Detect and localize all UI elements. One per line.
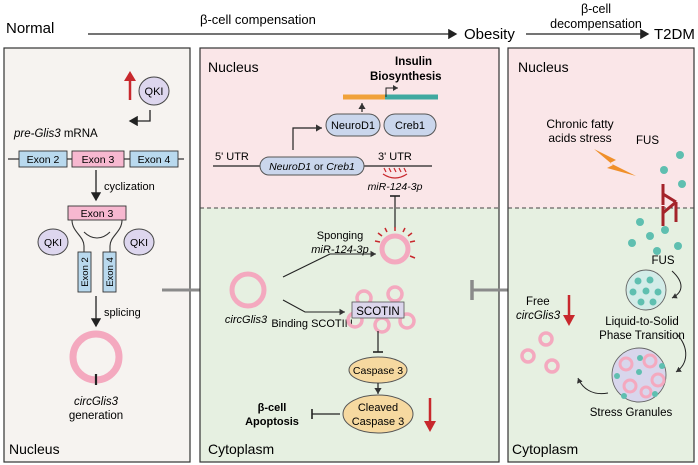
insulin-label-1: Insulin bbox=[395, 56, 432, 68]
svg-text:Exon 2: Exon 2 bbox=[80, 257, 91, 287]
svg-text:Exon 4: Exon 4 bbox=[105, 257, 116, 287]
svg-text:Exon 4: Exon 4 bbox=[138, 154, 171, 166]
qki-right-icon bbox=[123, 228, 155, 256]
qki-left-icon bbox=[37, 228, 69, 256]
fus-cytoplasm-dots bbox=[628, 218, 682, 255]
splicing-label: splicing bbox=[104, 307, 141, 319]
right-nucleus-bg bbox=[508, 48, 694, 208]
cyclization-label: cyclization bbox=[104, 181, 155, 193]
fus-to-granule-arrow bbox=[671, 270, 682, 299]
exon-3-box bbox=[71, 150, 125, 168]
stress-label-1: Chronic fatty bbox=[546, 117, 613, 131]
apoptosis-label-2: Apoptosis bbox=[245, 416, 299, 428]
exon-3-top-box bbox=[67, 205, 127, 221]
binding-arrow bbox=[282, 299, 345, 316]
insulin-label-2: Biosynthesis bbox=[370, 71, 442, 83]
stress-label-2: acids stress bbox=[548, 131, 611, 145]
qki-to-mrna-arrow bbox=[128, 110, 151, 127]
circglis3-cytoplasm-icon bbox=[229, 271, 267, 309]
qki-protein-icon bbox=[138, 76, 170, 106]
lightning-bolt-icon bbox=[594, 149, 636, 176]
right-panel-border bbox=[507, 47, 695, 463]
cleaved-caspase3-node bbox=[342, 394, 414, 434]
transcription-start-arrow bbox=[385, 85, 398, 97]
label-obesity: Obesity bbox=[464, 26, 515, 43]
phase-transition-arrow bbox=[675, 332, 687, 373]
exon-2-box bbox=[18, 150, 68, 168]
exon-2-vertical-box bbox=[77, 251, 92, 293]
scotin-protein bbox=[351, 301, 405, 319]
target-gene-box bbox=[259, 156, 365, 176]
utr5-label: 5' UTR bbox=[215, 151, 249, 163]
svg-text:Creb1: Creb1 bbox=[395, 120, 425, 132]
svg-text:NeuroD1: NeuroD1 bbox=[331, 120, 375, 132]
sponging-label: Sponging bbox=[317, 230, 364, 242]
svg-text:Caspase 3: Caspase 3 bbox=[352, 416, 405, 428]
sponging-arrow bbox=[282, 250, 376, 278]
nuclear-pore-icon bbox=[661, 184, 678, 226]
free-label: Free bbox=[526, 296, 550, 308]
middle-panel-border bbox=[199, 47, 500, 463]
fus-mid-label: FUS bbox=[652, 255, 675, 267]
scotin-complex bbox=[346, 285, 416, 334]
right-cytoplasm-bg bbox=[508, 208, 694, 462]
circglis3-label: circGlis3 bbox=[225, 314, 268, 326]
middle-panel: Nucleus Insulin Biosynthesis NeuroD1 Cre… bbox=[199, 47, 500, 463]
middle-cytoplasm-label: Cytoplasm bbox=[208, 441, 274, 457]
pre-mrna-label: pre-Glis3 mRNA bbox=[13, 128, 98, 140]
svg-text:QKI: QKI bbox=[130, 237, 148, 249]
free-circ-rings bbox=[520, 331, 560, 374]
droplet-fus-dots bbox=[629, 276, 662, 306]
free-circ-label: circGlis3 bbox=[516, 310, 561, 322]
qki-label: QKI bbox=[145, 86, 164, 98]
granule-to-free-arrow bbox=[577, 377, 609, 395]
svg-text:QKI: QKI bbox=[44, 237, 62, 249]
generation-label: generation bbox=[69, 410, 123, 422]
svg-text:Exon 3: Exon 3 bbox=[82, 154, 115, 166]
sponged-circrna-icon bbox=[379, 233, 411, 265]
middle-nucleus-label: Nucleus bbox=[208, 59, 259, 75]
creb1-protein bbox=[383, 113, 437, 137]
scotin-label: SCOTIN bbox=[356, 306, 399, 318]
lls-label-1: Liquid-to-Solid bbox=[605, 316, 679, 328]
apoptosis-label-1: β-cell bbox=[258, 402, 287, 414]
label-decompensation-2: decompensation bbox=[550, 17, 642, 31]
fus-top-label: FUS bbox=[636, 135, 659, 147]
label-decompensation-1: β-cell bbox=[581, 2, 611, 16]
binding-label: Binding SCOTIN bbox=[271, 318, 352, 330]
label-compensation: β-cell compensation bbox=[200, 12, 316, 27]
granule-circ-rings bbox=[618, 353, 666, 399]
utr3-label: 3' UTR bbox=[378, 151, 412, 163]
fus-nuclear-dots bbox=[660, 151, 686, 188]
left-nucleus-label: Nucleus bbox=[9, 441, 60, 457]
exon-4-box bbox=[129, 150, 179, 168]
left-panel: QKI pre-Glis3 mRNA Exon 2 Exon 3 Exon 4 … bbox=[3, 47, 191, 463]
svg-text:Exon 3: Exon 3 bbox=[81, 208, 114, 220]
svg-text:Exon 2: Exon 2 bbox=[27, 154, 60, 166]
right-panel: Nucleus Chronic fatty acids stress FUS F… bbox=[507, 47, 695, 463]
granules-label: Stress Granules bbox=[590, 407, 673, 419]
svg-text:Caspase 3: Caspase 3 bbox=[353, 365, 403, 377]
granule-fus-dots bbox=[614, 355, 665, 399]
exon-4-vertical-box bbox=[102, 251, 117, 293]
label-normal: Normal bbox=[6, 20, 54, 37]
sponging-mir-label: miR-124-3p bbox=[311, 244, 368, 256]
mirna-binding-icon bbox=[382, 167, 408, 179]
left-panel-bg bbox=[3, 47, 191, 463]
right-cytoplasm-label: Cytoplasm bbox=[512, 441, 578, 457]
svg-text:Cleaved: Cleaved bbox=[358, 402, 398, 414]
lls-label-2: Phase Transition bbox=[599, 330, 685, 342]
translation-arrow bbox=[292, 124, 322, 150]
target-gene-label: NeuroD1 or Creb1 bbox=[269, 161, 355, 173]
mir-label: miR-124-3p bbox=[368, 181, 423, 193]
circ-label: circGlis3 bbox=[74, 396, 119, 408]
lariat-strand bbox=[71, 219, 123, 255]
header: Normal β-cell compensation Obesity β-cel… bbox=[6, 2, 695, 43]
neurod1-protein bbox=[325, 113, 381, 137]
right-nucleus-label: Nucleus bbox=[518, 59, 569, 75]
label-t2dm: T2DM bbox=[654, 26, 695, 43]
